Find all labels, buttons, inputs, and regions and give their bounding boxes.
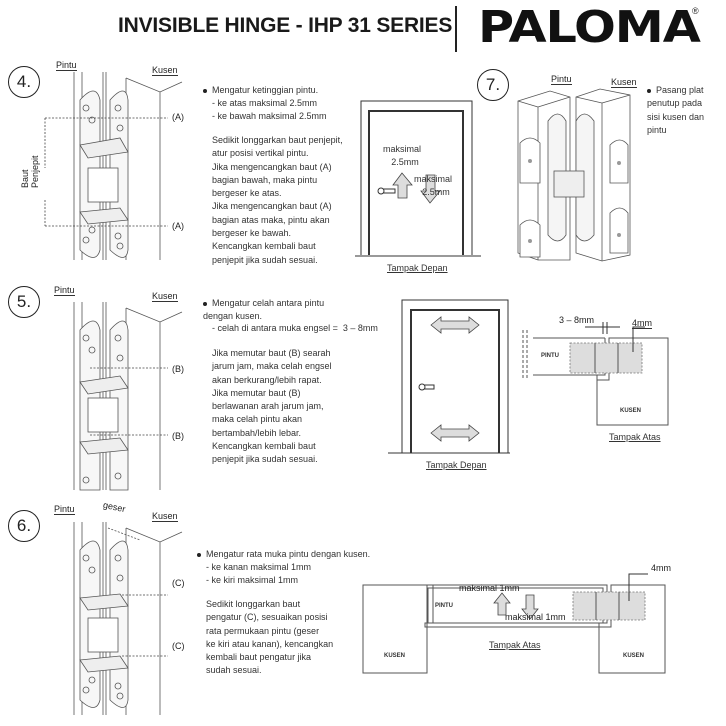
step-4-caption: Tampak Depan <box>387 263 448 273</box>
step-5-number: 5. <box>8 286 40 318</box>
step-6-top-view-diagram <box>362 573 666 674</box>
step-6-sub-item-2: - ke kiri maksimal 1mm <box>206 575 299 585</box>
door-label: PINTU <box>541 353 559 359</box>
step-4-callout-a-top: (A) <box>172 112 184 122</box>
side-label-line-2: Penjepit <box>30 155 40 188</box>
step-4-front-view-diagram <box>355 100 481 257</box>
step-6-hinge-illustration <box>73 522 183 715</box>
arrow-up-icon <box>392 172 413 199</box>
frame-label: KUSEN <box>620 408 642 414</box>
step-5-top-view-diagram <box>522 322 669 426</box>
down-limit-label: maksimal 2.5mm <box>414 173 452 200</box>
step-7-hinge-illustration <box>517 88 631 262</box>
bullet-dot-icon <box>203 88 207 93</box>
step-6-sub-item-1: - ke kanan maksimal 1mm <box>206 562 312 572</box>
step-6-top-caption: Tampak Atas <box>489 640 541 650</box>
step-4-side-label: Baut Penjepit <box>20 128 40 188</box>
step-6-frame-right-label: KUSEN <box>623 653 645 659</box>
registered-mark: ® <box>692 6 699 16</box>
bullet-dot-icon <box>203 301 207 306</box>
side-label-line-1: Baut <box>20 169 30 188</box>
arrow-down-icon <box>420 174 441 204</box>
step-6-depth-label: 4mm <box>651 563 671 573</box>
step-6-door-label-inner: PINTU <box>435 603 453 609</box>
step-4-sub-item-1: - ke atas maksimal 2.5mm <box>212 98 318 108</box>
step-6-number: 6. <box>8 510 40 542</box>
step-5-bullet: Mengatur celah antara pintu dengan kusen… <box>203 297 324 324</box>
up-limit-label-1: maksimal <box>383 144 422 154</box>
door-handle-icon <box>418 383 435 391</box>
left-limit-label: maksimal 1mm <box>505 612 566 622</box>
step-4-bullet: Mengatur ketinggian pintu. <box>203 84 318 97</box>
step-5-bullet-text: Mengatur celah antara pintu dengan kusen… <box>203 298 325 322</box>
step-5-front-caption: Tampak Depan <box>426 460 487 470</box>
step-5-frame-label: Kusen <box>152 291 178 302</box>
document-title: INVISIBLE HINGE - IHP 31 SERIES <box>118 14 453 37</box>
step-6-frame-left-label: KUSEN <box>384 653 406 659</box>
step-6-body: Sedikit longgarkan baut pengatur (C), se… <box>206 599 334 676</box>
step-7-bullet-text: Pasang plat penutup pada sisi kusen dan … <box>647 85 705 135</box>
step-4-body: Sedikit longgarkan baut penjepit, atur p… <box>212 135 343 265</box>
brand-logo: PALOMA <box>478 2 701 53</box>
step-4-number: 4. <box>8 66 40 98</box>
up-limit-label: maksimal 2.5mm <box>383 143 421 170</box>
down-limit-label-1: maksimal <box>414 174 453 184</box>
step-5-body: Jika memutar baut (B) searah jarum jam, … <box>212 348 332 465</box>
step-6-frame-label: Kusen <box>152 511 178 522</box>
step-4-sub-item-2: - ke bawah maksimal 2.5mm <box>212 111 327 121</box>
step-6-callout-c-bottom: (C) <box>172 641 185 651</box>
up-limit-label-2: 2.5mm <box>391 157 419 168</box>
arrow-left-right-icon <box>430 424 480 442</box>
step-7-frame-label: Kusen <box>611 77 637 88</box>
step-5-front-view-diagram <box>388 299 510 454</box>
door-handle-icon <box>377 187 396 195</box>
step-7-door-label: Pintu <box>551 74 572 85</box>
bullet-dot-icon <box>197 552 201 557</box>
step-5-hinge-illustration <box>73 302 183 491</box>
arrow-left-right-icon <box>430 316 480 334</box>
step-4-callout-a-bottom: (A) <box>172 221 184 231</box>
down-limit-label-2: 2.5mm <box>422 187 450 198</box>
bullet-dot-icon <box>647 88 651 93</box>
title-divider <box>455 6 457 52</box>
gap-measure-label: 3 – 8mm <box>559 315 595 325</box>
arrow-down-icon <box>521 594 539 620</box>
step-4-bullet-text: Mengatur ketinggian pintu. <box>212 85 319 95</box>
arrow-up-icon <box>493 592 511 616</box>
step-6-bullet: Mengatur rata muka pintu dengan kusen. <box>197 548 370 561</box>
step-5-sub-item-1: - celah di antara muka engsel = 3 – 8mm <box>212 323 378 333</box>
step-5-top-caption: Tampak Atas <box>609 432 661 442</box>
step-6-bullet-text: Mengatur rata muka pintu dengan kusen. <box>206 549 371 559</box>
depth-measure-label: 4mm <box>632 318 652 329</box>
step-6-callout-c-top: (C) <box>172 578 185 588</box>
step-6-door-label: Pintu <box>54 504 75 515</box>
step-7-bullet: Pasang plat penutup pada sisi kusen dan … <box>647 84 726 137</box>
step-5-door-label: Pintu <box>54 285 75 296</box>
step-4-hinge-illustration <box>44 72 183 260</box>
step-4-frame-label: Kusen <box>152 65 178 76</box>
step-4-door-label: Pintu <box>56 60 77 71</box>
step-5-callout-b-bottom: (B) <box>172 431 184 441</box>
step-7-number: 7. <box>477 69 509 101</box>
step-5-callout-b-top: (B) <box>172 364 184 374</box>
right-limit-label: maksimal 1mm <box>459 583 520 593</box>
